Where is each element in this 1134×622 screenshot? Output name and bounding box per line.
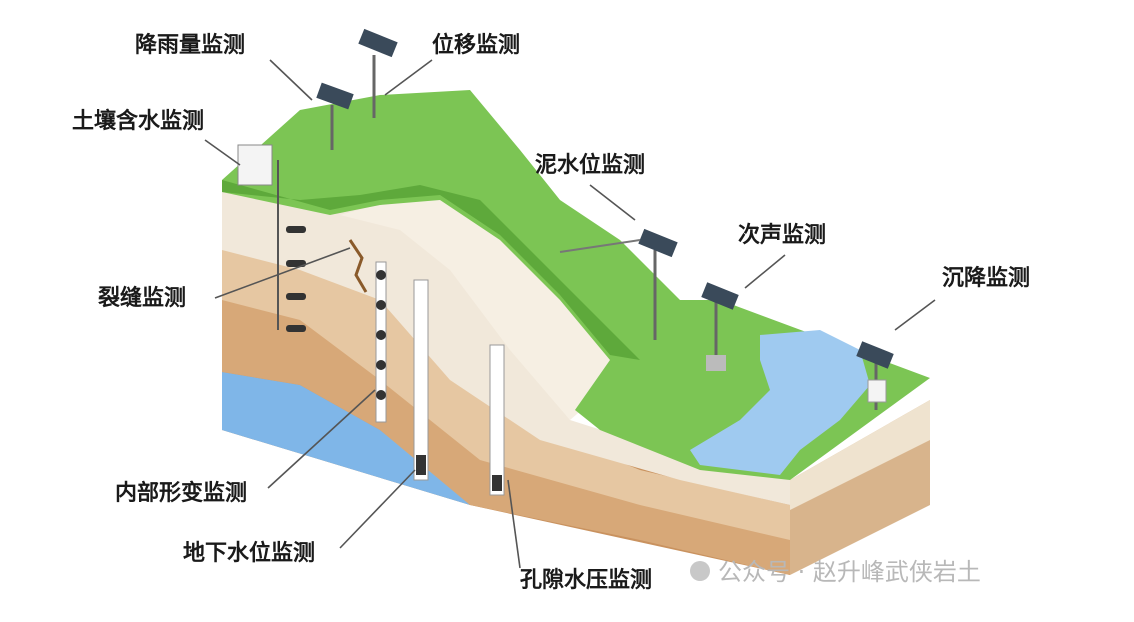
label-displacement: 位移监测 [432, 32, 520, 58]
watermark: 公众号 · 赵升峰武侠岩土 [690, 558, 981, 586]
label-groundwater: 地下水位监测 [183, 540, 315, 566]
label-infrasound: 次声监测 [738, 222, 826, 248]
label-settlement: 沉降监测 [942, 265, 1030, 291]
moisture-sensor-4 [286, 325, 306, 332]
label-soil-moisture: 土壤含水监测 [72, 108, 204, 134]
groundwater-well [414, 280, 428, 480]
label-pore-pressure: 孔隙水压监测 [520, 567, 652, 593]
moisture-sensor-1 [286, 226, 306, 233]
label-rainfall: 降雨量监测 [135, 32, 245, 58]
soil-moisture-station [238, 145, 272, 185]
piezometer-well [490, 345, 504, 495]
moisture-sensor-3 [286, 293, 306, 300]
wechat-icon [690, 561, 710, 581]
label-mud-level: 泥水位监测 [535, 152, 645, 178]
label-crack: 裂缝监测 [98, 285, 186, 311]
watermark-text: 公众号 · 赵升峰武侠岩土 [718, 558, 981, 586]
label-internal-deformation: 内部形变监测 [115, 480, 247, 506]
